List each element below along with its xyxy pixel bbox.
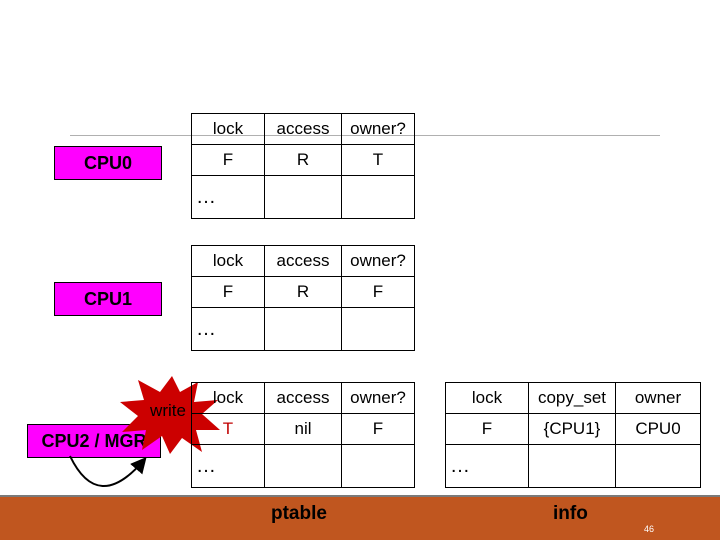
ellipsis: … xyxy=(445,444,529,488)
value-owner: T xyxy=(341,144,415,176)
header-access: access xyxy=(264,382,342,414)
empty-cell xyxy=(341,307,415,351)
value-access: R xyxy=(264,144,342,176)
footer-divider xyxy=(0,495,720,497)
cpu1-box: CPU1 xyxy=(54,282,162,316)
header-access: access xyxy=(264,245,342,277)
ptable-block-cpu1: lock access owner? F R F … xyxy=(191,245,415,351)
cpu1-label: CPU1 xyxy=(83,288,132,309)
empty-cell xyxy=(615,444,701,488)
footer-bar xyxy=(0,497,720,540)
info-label: info xyxy=(553,503,588,524)
value-lock: T xyxy=(191,413,265,445)
ptable-block-cpu0: lock access owner? F R T … xyxy=(191,113,415,219)
empty-cell xyxy=(264,444,342,488)
header-owner: owner xyxy=(615,382,701,414)
value-owner: F xyxy=(341,276,415,308)
header-lock: lock xyxy=(191,113,265,145)
value-copy-set: {CPU1} xyxy=(528,413,616,445)
value-owner: F xyxy=(341,413,415,445)
empty-cell xyxy=(264,307,342,351)
ellipsis: … xyxy=(191,444,265,488)
cpu2-mgr-label: CPU2 / MGR xyxy=(41,430,147,451)
cpu0-label: CPU0 xyxy=(83,152,132,173)
value-lock: F xyxy=(191,276,265,308)
write-label: write xyxy=(149,401,186,420)
ptable-label: ptable xyxy=(271,503,327,524)
ptable-block-mgr: lock access owner? T nil F … xyxy=(191,382,415,488)
value-access: nil xyxy=(264,413,342,445)
empty-cell xyxy=(341,175,415,219)
header-owner: owner? xyxy=(341,113,415,145)
header-lock: lock xyxy=(445,382,529,414)
info-block: lock copy_set owner F {CPU1} CPU0 … xyxy=(445,382,701,488)
header-copy-set: copy_set xyxy=(528,382,616,414)
ellipsis: … xyxy=(191,175,265,219)
wq-loop-arrow xyxy=(69,455,147,487)
header-owner: owner? xyxy=(341,382,415,414)
value-lock: F xyxy=(191,144,265,176)
cpu0-box: CPU0 xyxy=(54,146,162,180)
empty-cell xyxy=(341,444,415,488)
header-lock: lock xyxy=(191,245,265,277)
ellipsis: … xyxy=(191,307,265,351)
header-lock: lock xyxy=(191,382,265,414)
empty-cell xyxy=(528,444,616,488)
value-lock: F xyxy=(445,413,529,445)
page-number: 46 xyxy=(644,524,655,534)
header-owner: owner? xyxy=(341,245,415,277)
value-access: R xyxy=(264,276,342,308)
empty-cell xyxy=(264,175,342,219)
header-access: access xyxy=(264,113,342,145)
value-owner: CPU0 xyxy=(615,413,701,445)
